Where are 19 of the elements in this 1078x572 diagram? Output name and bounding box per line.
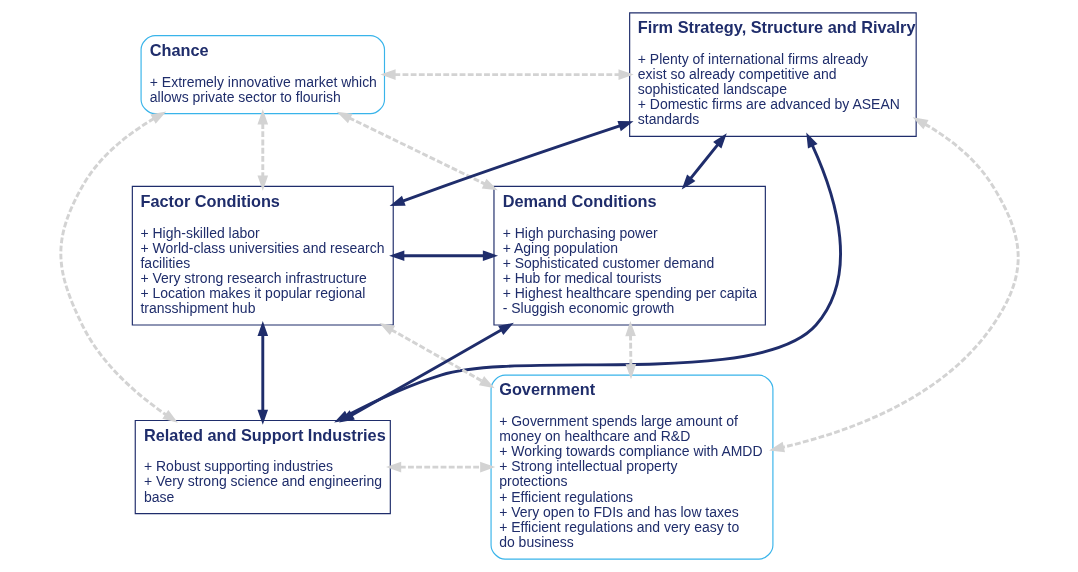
node-box: Related and Support Industries + Robust supporting industries + Very strong science and engineering base — [134, 419, 391, 515]
arrow — [58, 111, 178, 423]
node-box: Factor Conditions + High-skilled labor + World-class universities and research facilities + Very strong research infrastructure + Location makes it popular regional transshipment hub — [131, 185, 394, 326]
arrow — [256, 320, 268, 425]
arrow — [256, 109, 268, 191]
arrow — [768, 117, 1020, 453]
arrow — [338, 322, 514, 423]
node-box: Firm Strategy, Structure and Rivalry + Plenty of international firms already exist so already competitive and sophisticated landscape + Domestic firms are advanced by ASEAN standards — [628, 12, 917, 137]
arrow — [379, 69, 634, 80]
node-box: Demand Conditions + High purchasing power + Aging population + Sophisticated customer demand + Hub for medical tourists + Highest healthcare spending per capita - Sluggish economic growth — [492, 185, 766, 326]
arrow — [624, 320, 636, 380]
arrow — [388, 250, 498, 262]
arrow — [336, 111, 498, 191]
node-box: Government + Government spends large amount of money on healthcare and R&D + Working towards compliance with AMDD + Strong intellectual property protections + Efficient regulations + Very open to FDIs and has low taxes + Efficient regulations and very easy to do business — [490, 374, 773, 560]
arrow — [378, 322, 495, 389]
arrow — [681, 133, 727, 190]
arrow — [385, 461, 495, 473]
node-box: Chance + Extremely innovative market which allows private sector to flourish — [140, 35, 385, 115]
arrow — [389, 121, 634, 206]
